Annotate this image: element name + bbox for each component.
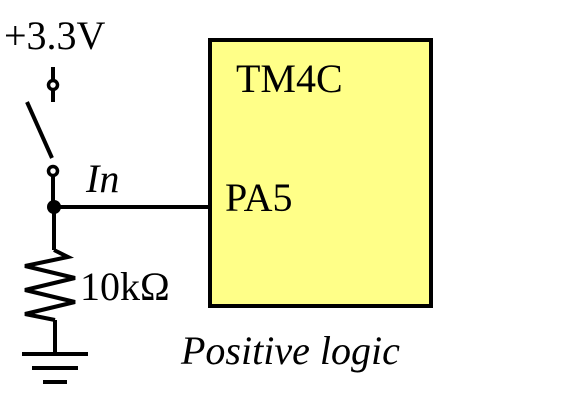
microcontroller-chip bbox=[208, 38, 433, 308]
resistor bbox=[24, 248, 76, 322]
caption: Positive logic bbox=[180, 328, 400, 373]
switch-bottom-terminal bbox=[46, 164, 60, 178]
chip-label: TM4C bbox=[236, 56, 343, 101]
switch-top-terminal bbox=[46, 78, 60, 92]
ground-icon bbox=[22, 352, 88, 384]
supply-voltage-label: +3.3V bbox=[4, 13, 106, 58]
pin-label: PA5 bbox=[225, 175, 292, 220]
resistor-value-label: 10kΩ bbox=[80, 264, 170, 309]
input-wire-label: In bbox=[85, 156, 119, 201]
switch-blade bbox=[25, 101, 54, 159]
